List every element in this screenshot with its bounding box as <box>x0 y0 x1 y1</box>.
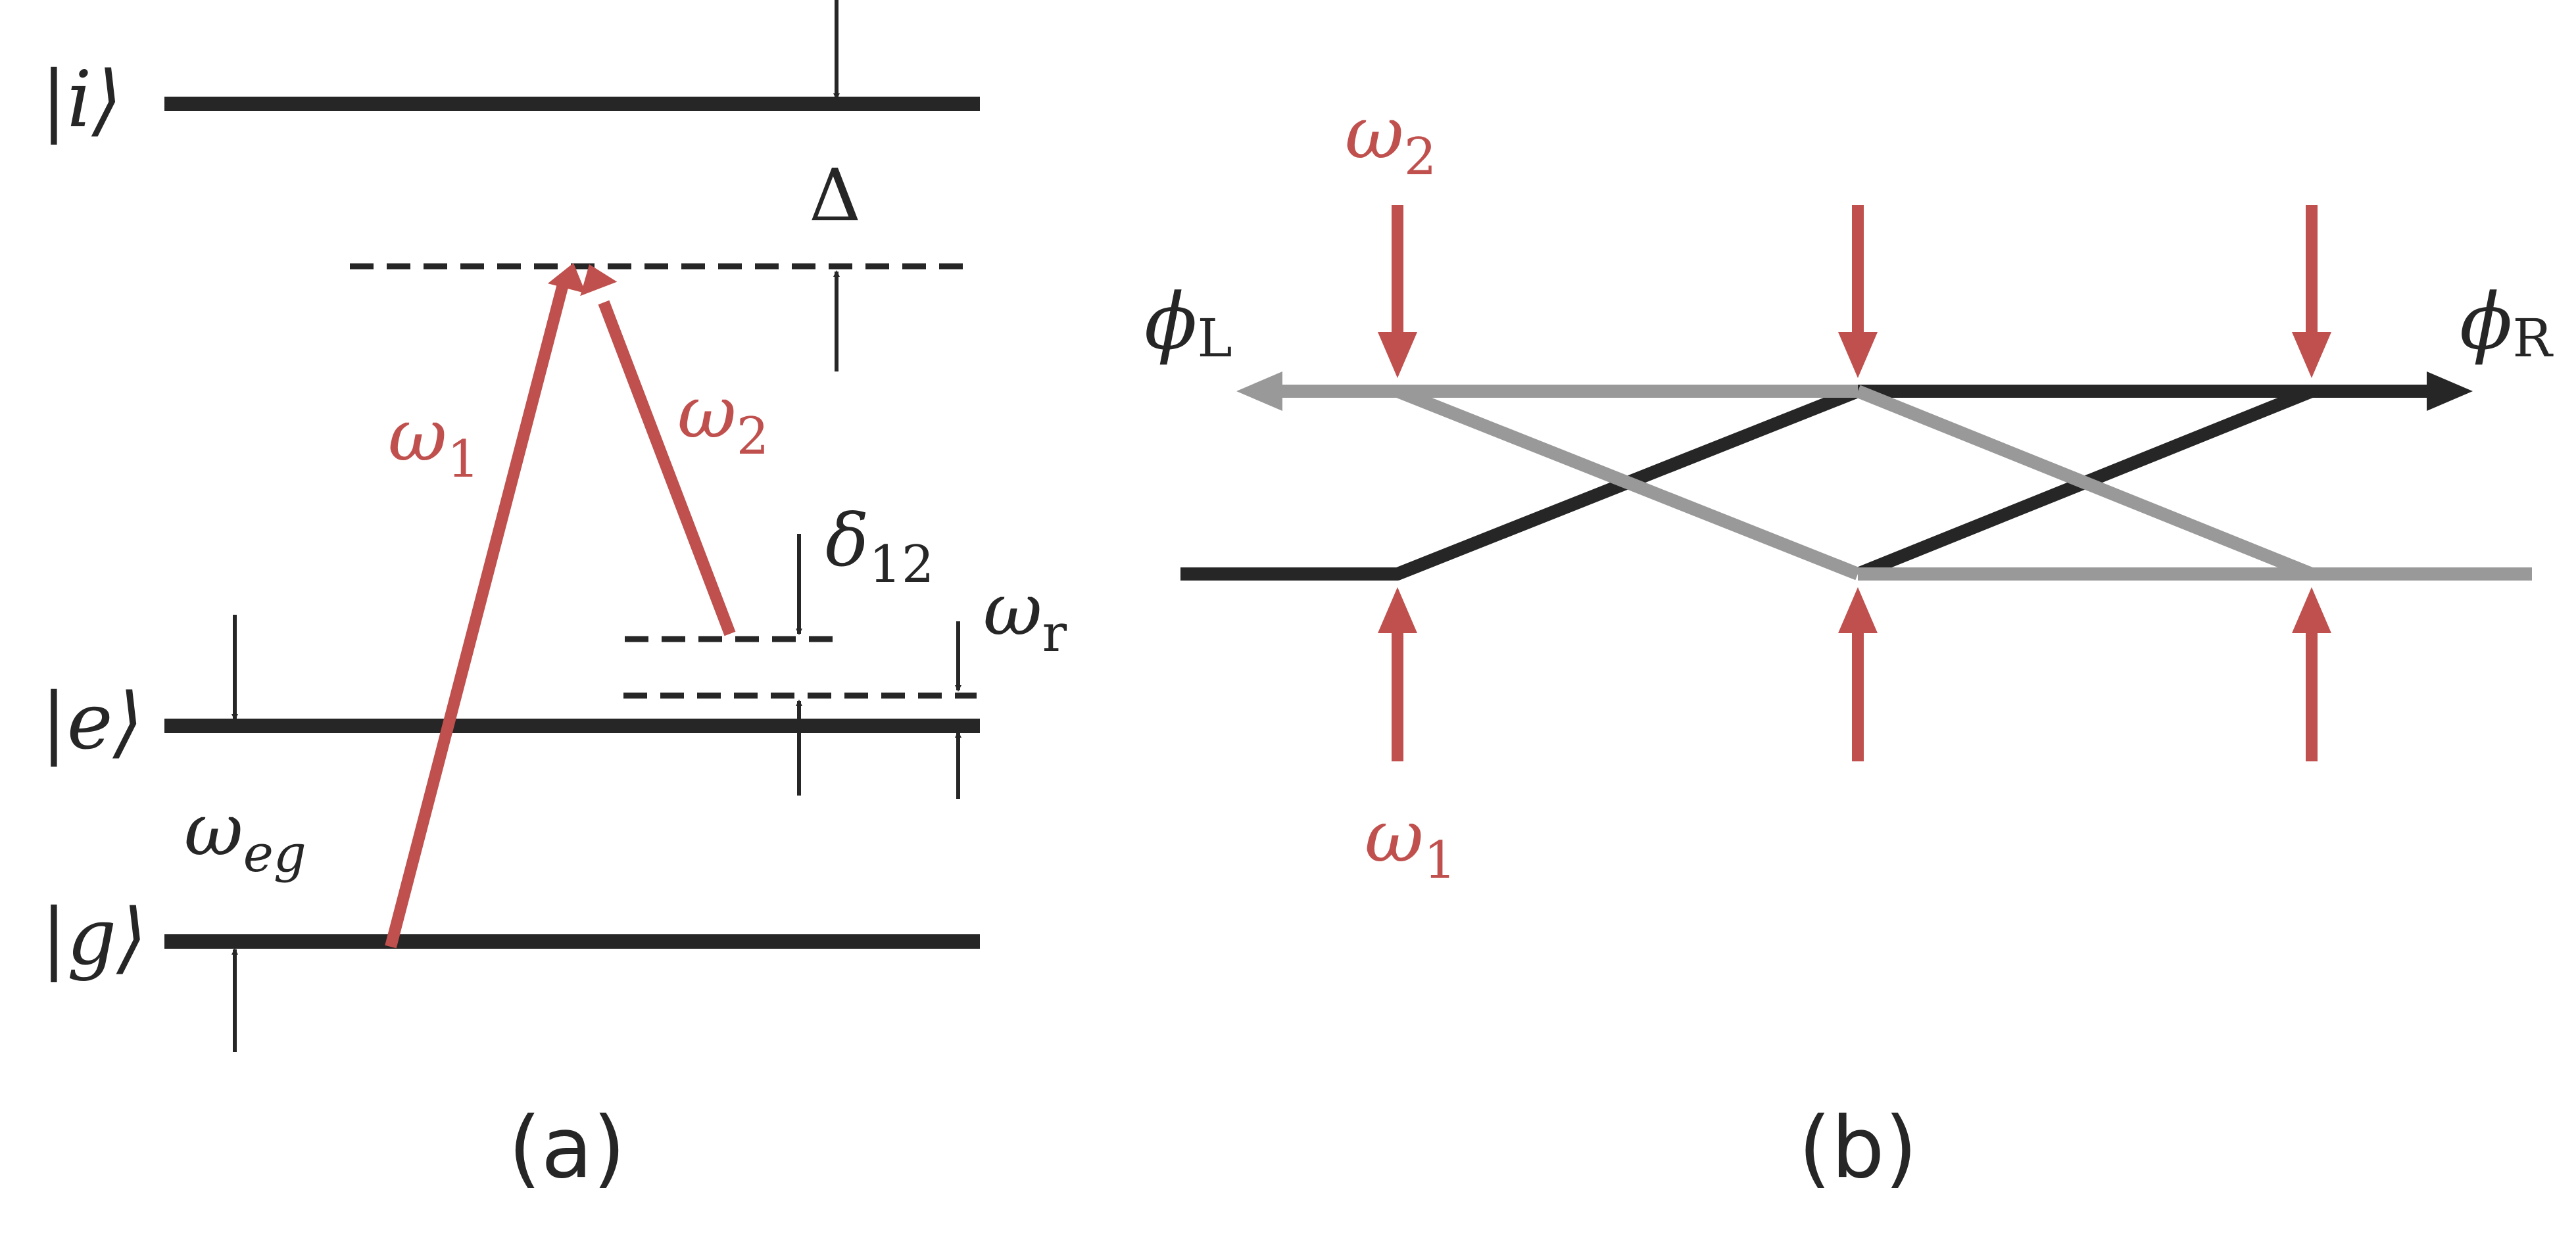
level-i-label: |i⟩ <box>41 54 122 145</box>
omega1-beam-1 <box>1378 587 1417 761</box>
omega1-beam-3 <box>2292 587 2331 761</box>
omega2-arrowhead <box>580 264 618 297</box>
left-going-arrowhead <box>1236 371 1282 411</box>
omega2-transition-arrow <box>598 300 736 636</box>
level-e-label: |e⟩ <box>41 676 143 767</box>
panel-a-caption: (a) <box>508 1099 625 1197</box>
omega2-beam-1 <box>1378 205 1417 378</box>
panel-b: ω2 ω1 ϕL ϕR (b) <box>1144 91 2554 1197</box>
omega2-beam-3 <box>2292 205 2331 378</box>
phi-L-label: ϕL <box>1144 276 1232 369</box>
phi-R-label: ϕR <box>2460 276 2554 369</box>
omega1-label-b: ω1 <box>1365 794 1456 890</box>
left-going-path <box>1855 385 2532 581</box>
omega-r-label: ωr <box>983 567 1067 663</box>
Delta-label: Δ <box>809 153 861 237</box>
omega1-label-a: ω1 <box>388 393 479 489</box>
level-g-label: |g⟩ <box>41 892 147 982</box>
omega1-arrowhead <box>547 263 586 294</box>
omega2-label-b: ω2 <box>1345 91 1436 187</box>
right-going-arrowhead <box>2427 371 2473 411</box>
delta12-label: δ12 <box>825 498 935 594</box>
left-going-path-upper <box>1276 385 1860 581</box>
panel-a: |i⟩ |e⟩ |g⟩ ω1 ω2 Δ δ12 ωr ωeg (a) <box>41 0 1067 1197</box>
omega2-beam-2 <box>1838 205 1878 378</box>
panel-b-caption: (b) <box>1798 1099 1917 1197</box>
right-going-path <box>1180 385 2312 581</box>
omega2-label-a: ω2 <box>677 370 769 466</box>
omega1-transition-arrow <box>385 277 570 949</box>
omega-eg-label: ωeg <box>184 788 306 884</box>
omega1-beam-2 <box>1838 587 1878 761</box>
